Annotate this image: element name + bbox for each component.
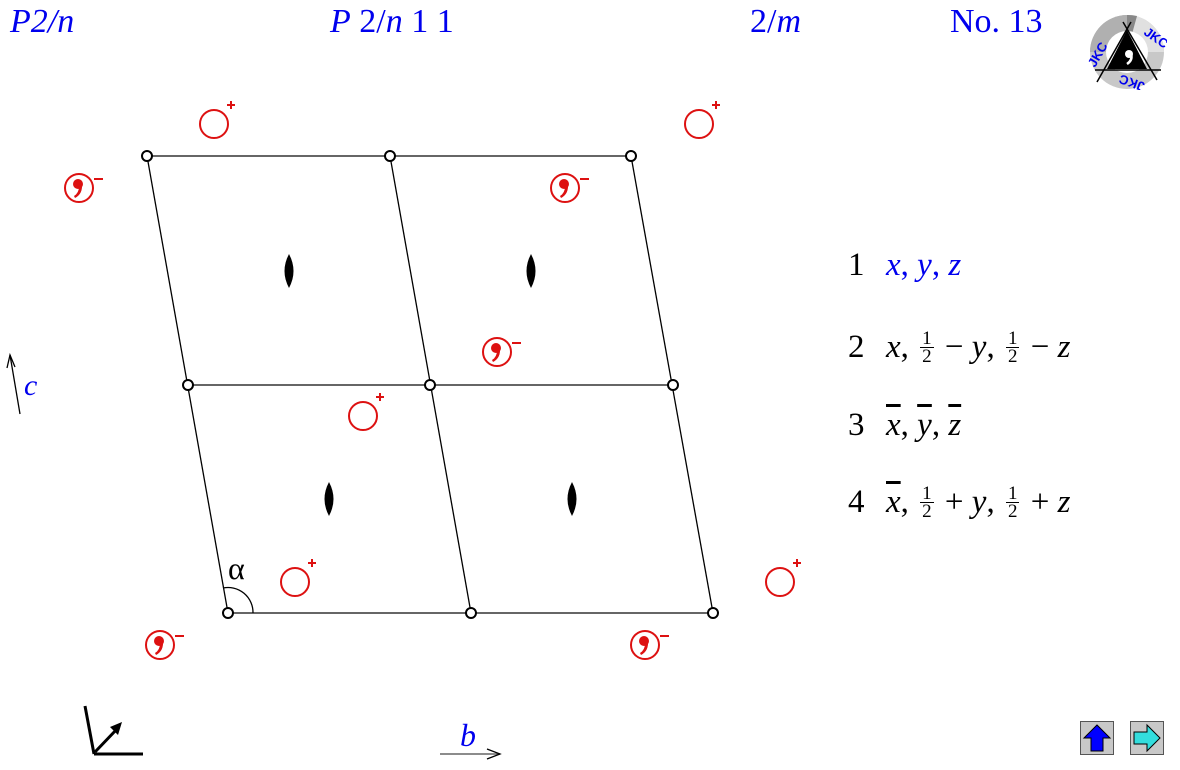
b-axis-label: b	[460, 717, 476, 753]
full-symbol-n: n	[385, 3, 403, 40]
frac-denominator: 2	[922, 345, 932, 367]
short-symbol: P2/n	[10, 2, 74, 42]
frac-numerator: 1	[1005, 482, 1020, 504]
full-symbol-2: 2/	[350, 3, 386, 40]
frac-denominator: 2	[922, 500, 932, 522]
frac-numerator: 1	[920, 327, 934, 349]
op-sign: +	[944, 484, 964, 520]
op-z-bar: z	[948, 407, 962, 443]
short-symbol-prefix: P2/	[10, 3, 58, 40]
b-axis-arrow	[440, 748, 502, 760]
op-sign: +	[1030, 484, 1050, 520]
op-y: y	[971, 484, 987, 520]
alpha-angle-arc	[222, 586, 254, 614]
op-x-bar: x	[886, 484, 901, 520]
projection-axes-icon	[83, 705, 143, 756]
op-x-bar: x	[886, 407, 901, 443]
c-axis-label: c	[24, 369, 37, 402]
op-z: z	[1057, 484, 1071, 520]
arrow-up-icon	[1082, 724, 1112, 752]
op-number: 3	[848, 407, 865, 443]
op-number: 1	[848, 247, 865, 283]
c-axis-arrow	[6, 352, 21, 415]
frac-denominator: 2	[1007, 500, 1018, 522]
alpha-label: α	[228, 550, 245, 586]
op-number: 2	[848, 329, 865, 365]
op-y-bar: y	[917, 407, 932, 443]
up-button[interactable]	[1080, 721, 1114, 755]
op-sign: −	[944, 329, 964, 365]
op-z: z	[948, 247, 962, 283]
op-y: y	[917, 247, 932, 283]
next-button[interactable]	[1130, 721, 1164, 755]
point-group: 2/m	[750, 2, 801, 42]
point-group-2: 2/	[750, 3, 777, 40]
arrow-right-icon	[1133, 723, 1161, 753]
op-y: y	[971, 329, 987, 365]
frac-numerator: 1	[1005, 327, 1020, 349]
op-z: z	[1057, 329, 1071, 365]
frac-numerator: 1	[920, 482, 934, 504]
full-symbol-p: P	[330, 3, 351, 40]
full-symbol-11: 1 1	[402, 3, 454, 40]
frac-denominator: 2	[1007, 345, 1018, 367]
op-x: x	[886, 247, 901, 283]
space-group-number: No. 13	[950, 3, 1043, 40]
full-symbol: P 2/n 1 1	[330, 2, 454, 42]
short-symbol-italic: n	[57, 3, 75, 40]
op-number: 4	[848, 484, 865, 520]
op-sign: −	[1030, 329, 1050, 365]
general-positions-minus	[64, 173, 670, 660]
point-group-m: m	[776, 3, 802, 40]
jkc-logo-icon[interactable]: JKC JKC JKC	[1087, 14, 1167, 90]
op-x: x	[886, 329, 901, 365]
